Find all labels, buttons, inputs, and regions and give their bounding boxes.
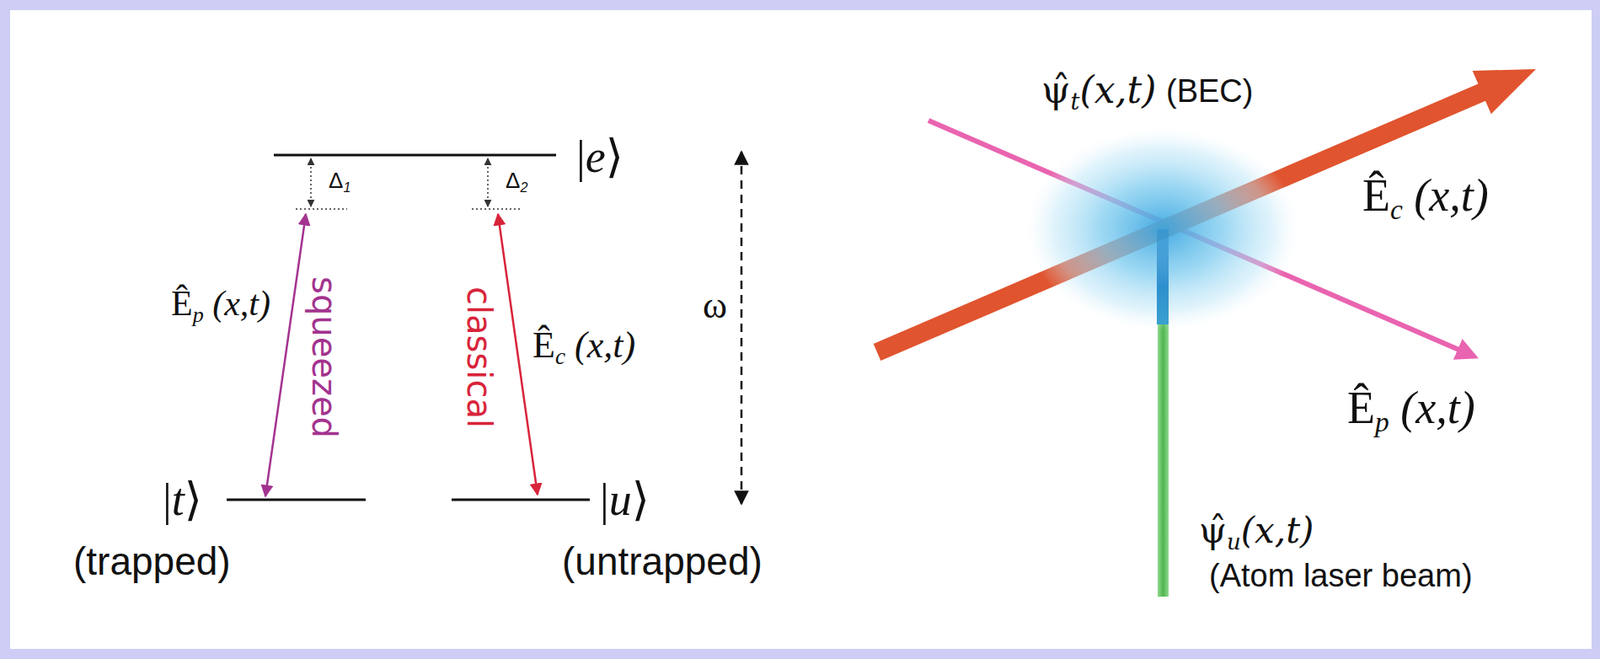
coupling-beam [873,69,1536,361]
subscript: c [555,343,566,370]
frequency-arrow [740,151,744,504]
italic-part: (x,t) [1400,382,1475,434]
subscript: c [1390,193,1403,225]
detuning-arrow [310,158,312,207]
probe-transition-arrow [265,214,306,497]
italic-part: (x,t) [1413,170,1488,221]
trapped-level [226,498,366,502]
field-label: ψ̂u(x,t) [1198,510,1314,552]
detuning-label: Δ2 [505,168,528,194]
outcoupled-column [1156,229,1169,325]
coupling-transition-arrow [497,214,538,495]
subscript: 2 [519,179,528,195]
virtual-level [471,208,523,210]
field-label: Êc (x,t) [532,324,636,368]
italic-part: e [585,131,606,182]
state-label: |u⟩ [599,473,650,526]
field-label: Êp (x,t) [1347,381,1476,434]
untrapped-level [451,498,590,502]
subscript: t [1070,88,1081,115]
frequency-label: ω [702,284,728,328]
italic-part: t [171,474,185,525]
atom-laser-beam [1157,324,1169,597]
bec-note: (BEC) [1166,73,1253,111]
excited-level [273,154,557,157]
state-note: (trapped) [73,539,231,584]
subscript: u [1226,529,1242,555]
state-label: |t⟩ [162,473,203,526]
state-label: |e⟩ [576,130,624,183]
subscript: p [1375,406,1390,438]
beam-note: (Atom laser beam) [1209,557,1473,595]
detuning-label: Δ1 [328,168,351,194]
field-label: ψ̂t(x,t) [1041,69,1156,113]
italic-part: u [609,474,632,525]
field-label: Êp (x,t) [171,283,271,324]
italic-part: (x,t) [574,324,636,366]
field-type-label: squeezed [305,276,344,439]
detuning-arrow [486,158,489,207]
subscript: 1 [342,179,351,195]
white-panel [10,10,1592,649]
virtual-level [295,208,348,210]
subscript: p [192,302,204,327]
italic-part: (x,t) [212,283,271,323]
field-label: Êc (x,t) [1362,169,1489,222]
state-note: (untrapped) [561,539,763,584]
probe-beam [928,120,1475,357]
italic-part: (x,t) [1241,509,1315,552]
field-type-label: classical [460,286,499,429]
italic-part: (x,t) [1079,68,1156,112]
bec-cloud [1026,128,1300,331]
